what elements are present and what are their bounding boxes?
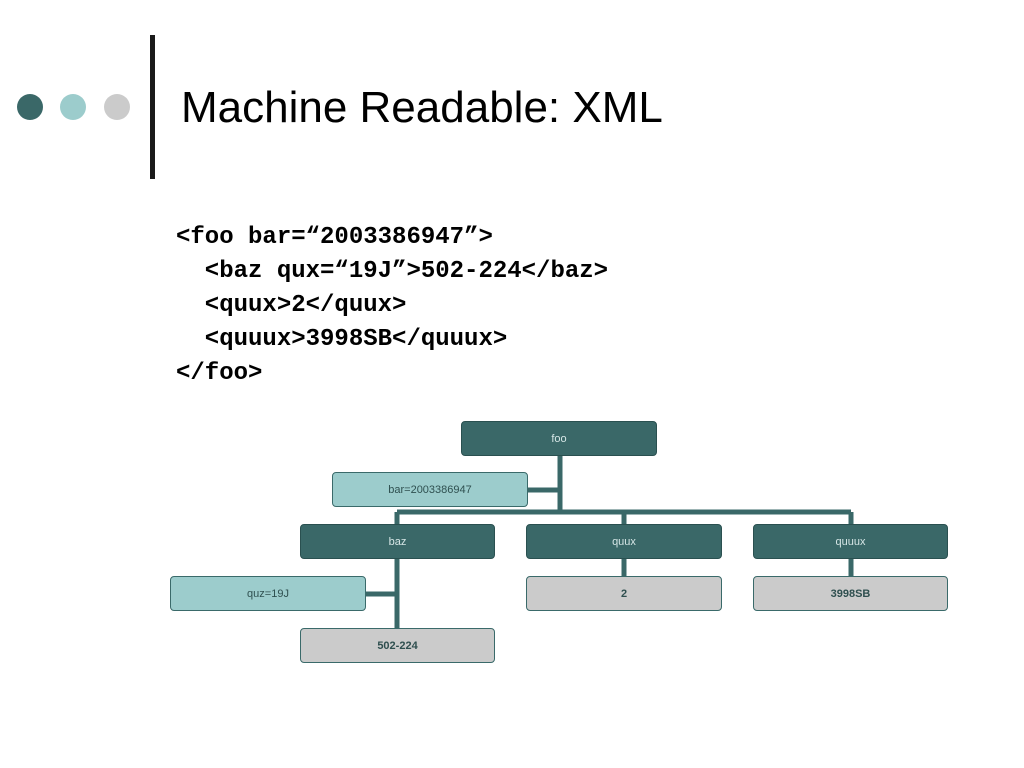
xml-code-line: <quuux>3998SB</quuux> — [176, 326, 508, 353]
decorative-dot-light — [104, 94, 130, 120]
xml-code-line: <quux>2</quux> — [176, 292, 407, 319]
xml-code-line: <baz qux=“19J”>502-224</baz> — [176, 258, 609, 285]
decorative-dot-mid — [60, 94, 86, 120]
tree-node-quux-text: 2 — [526, 576, 722, 611]
tree-node-foo: foo — [461, 421, 657, 456]
tree-node-baz: baz — [300, 524, 495, 559]
xml-code-line: </foo> — [176, 360, 263, 387]
tree-node-bar-attribute: bar=2003386947 — [332, 472, 528, 507]
decorative-dot-dark — [17, 94, 43, 120]
tree-node-quz-attribute: quz=19J — [170, 576, 366, 611]
tree-node-quux: quux — [526, 524, 722, 559]
slide-title: Machine Readable: XML — [181, 83, 663, 132]
tree-node-quuux-text: 3998SB — [753, 576, 948, 611]
xml-code-block: <foo bar=“2003386947”> <baz qux=“19J”>50… — [176, 221, 608, 391]
xml-code-line: <foo bar=“2003386947”> — [176, 224, 493, 251]
tree-node-baz-text: 502-224 — [300, 628, 495, 663]
title-divider — [150, 35, 155, 179]
tree-node-quuux: quuux — [753, 524, 948, 559]
